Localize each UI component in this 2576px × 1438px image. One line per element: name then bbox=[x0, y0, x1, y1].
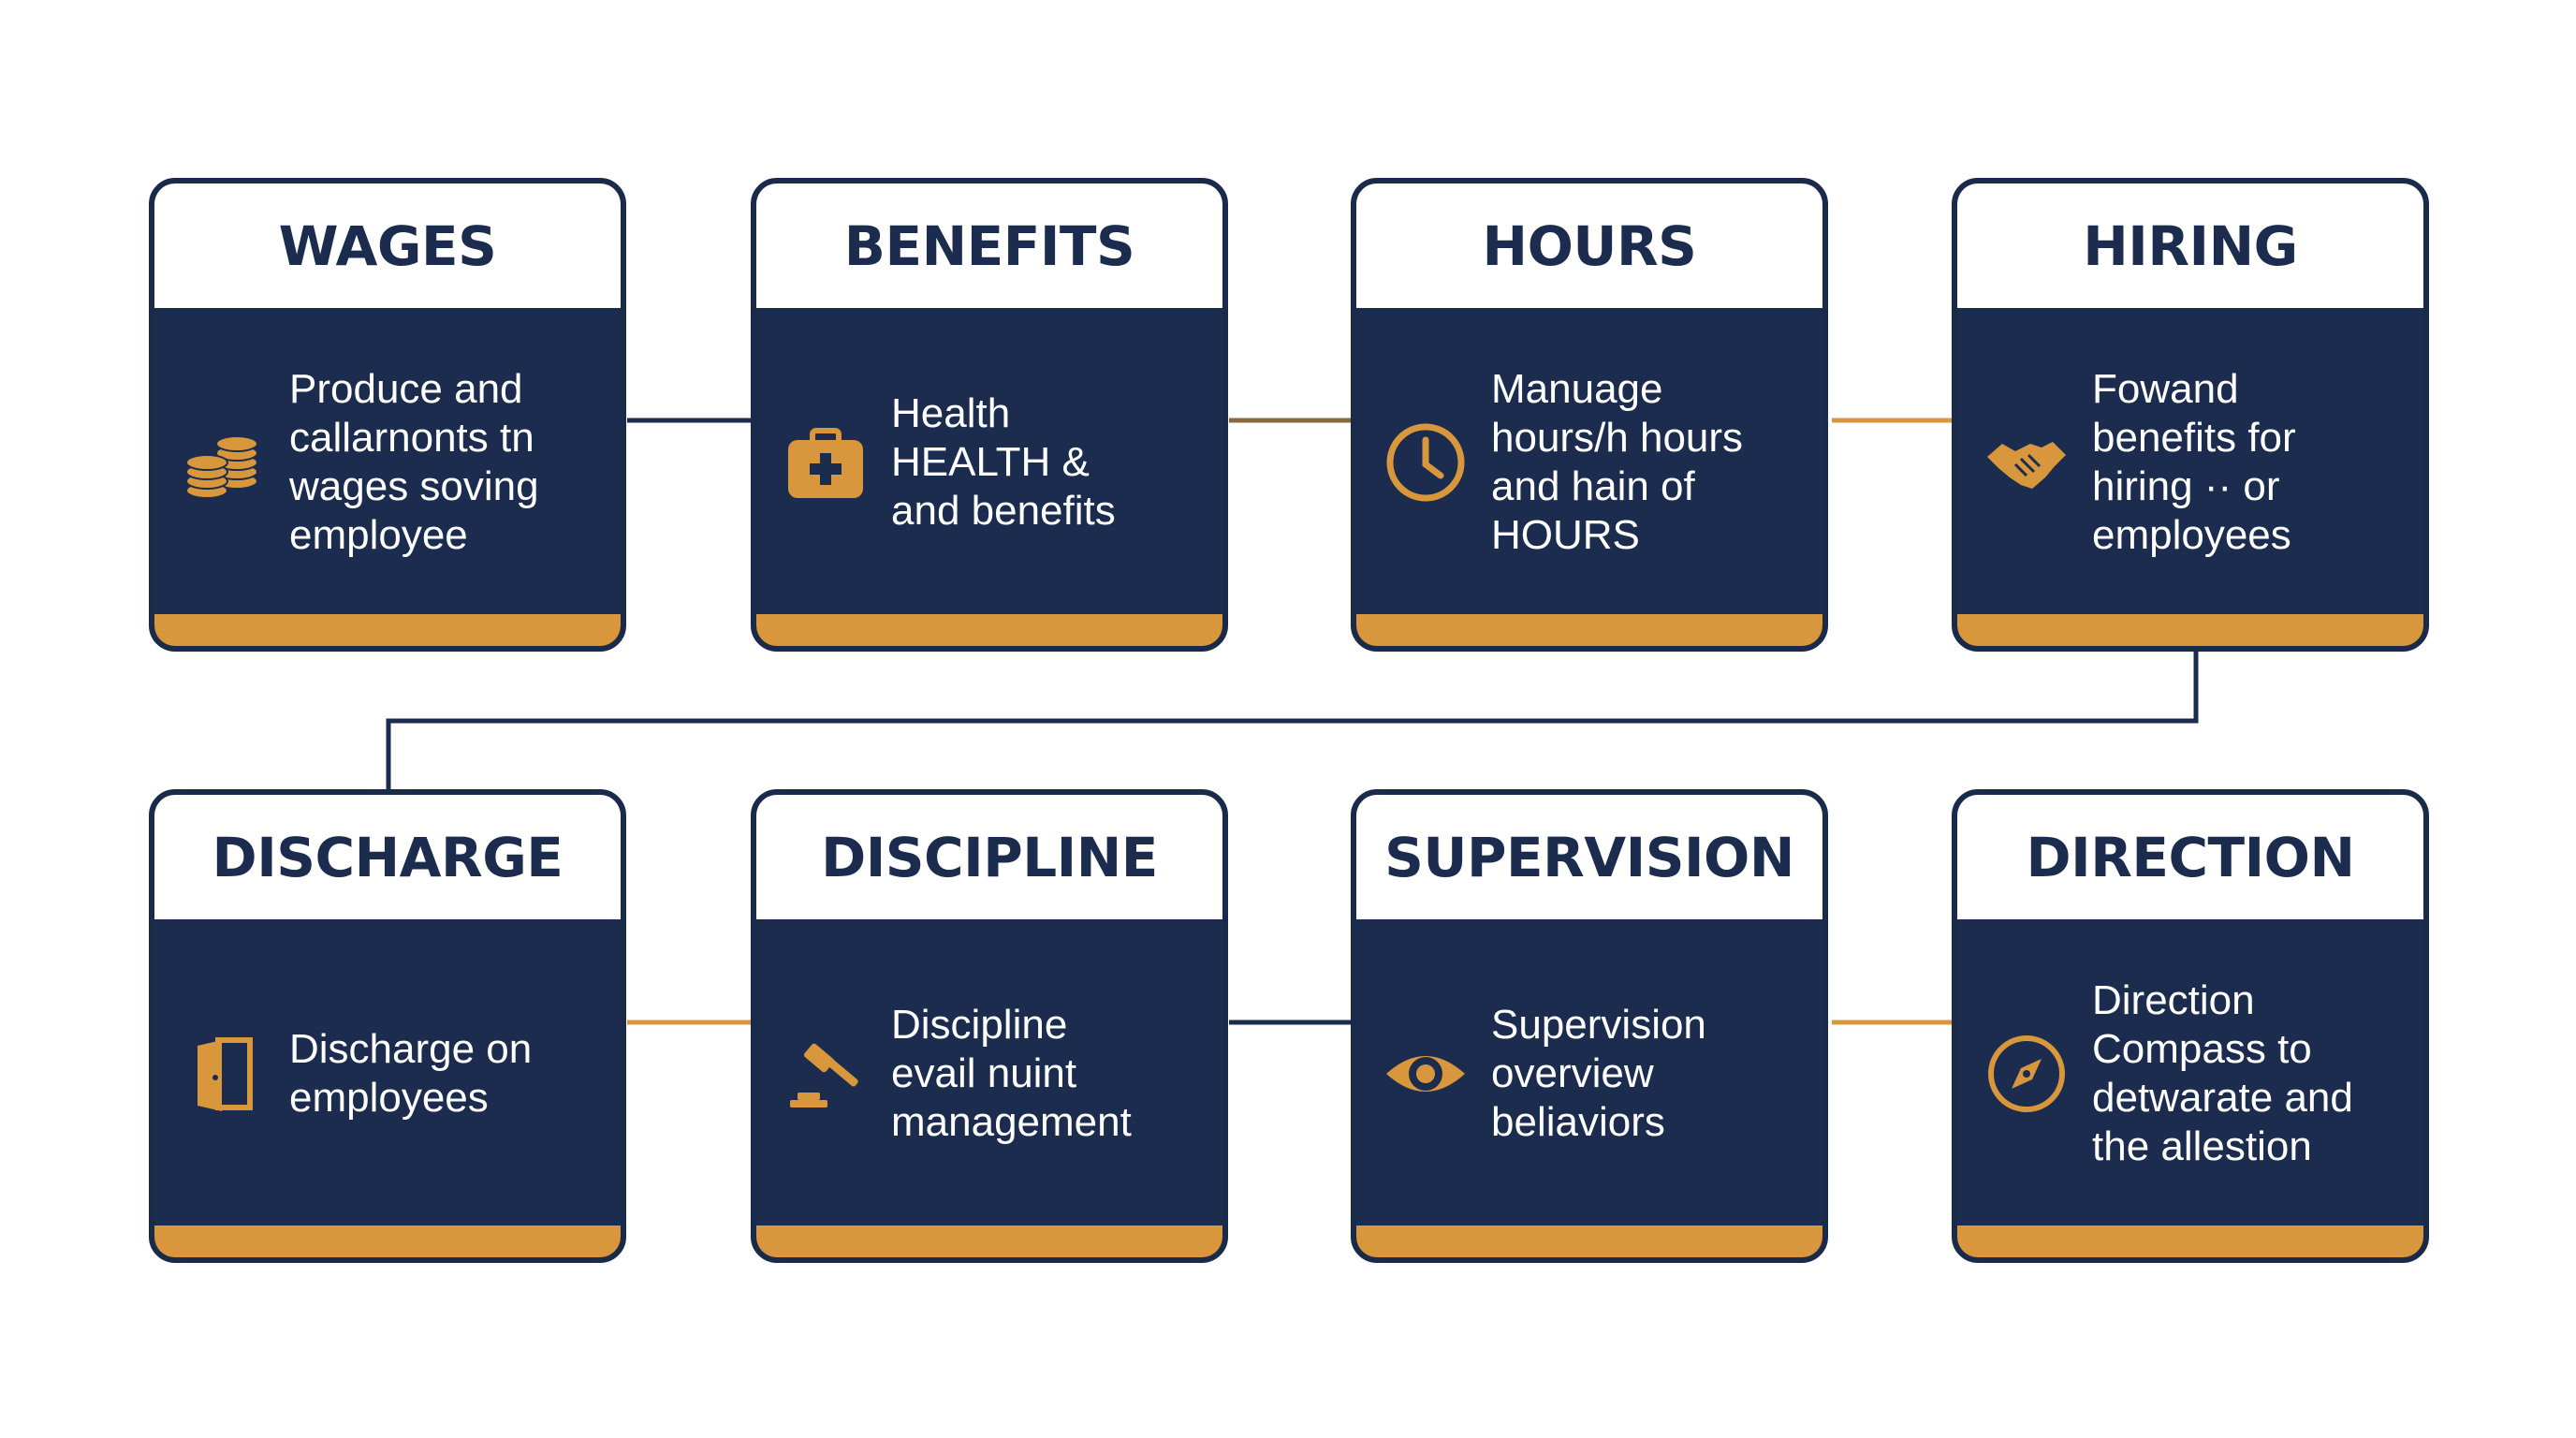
clock-icon bbox=[1383, 419, 1469, 506]
card-body: Manuage hours/h hours and hain of HOURS bbox=[1356, 310, 1822, 614]
card-title: HIRING bbox=[2083, 213, 2298, 278]
card-header: DIRECTION bbox=[1957, 795, 2423, 921]
card-title: SUPERVISION bbox=[1384, 825, 1794, 889]
card-footer-bar bbox=[756, 614, 1222, 646]
card-header: WAGES bbox=[154, 183, 621, 310]
card-title: BENEFITS bbox=[843, 213, 1135, 278]
card-body: Produce and callarnonts tn wages soving … bbox=[154, 310, 621, 614]
card-header: BENEFITS bbox=[756, 183, 1222, 310]
card-footer-bar bbox=[1957, 1225, 2423, 1257]
card-title: DISCHARGE bbox=[212, 825, 564, 889]
card-discharge: DISCHARGE Discharge on employees bbox=[149, 789, 626, 1263]
card-description: Discharge on employees bbox=[289, 1025, 533, 1121]
card-description: Produce and callarnonts tn wages soving … bbox=[289, 365, 539, 558]
card-title: DISCIPLINE bbox=[821, 825, 1158, 889]
card-discipline: DISCIPLINE Discipline evail nuint manage… bbox=[751, 789, 1228, 1263]
door-icon bbox=[181, 1031, 267, 1117]
card-description: Discipline evail nuint management bbox=[891, 1001, 1132, 1145]
card-description: Supervision overview beliaviors bbox=[1491, 1001, 1706, 1145]
eye-icon bbox=[1383, 1031, 1469, 1117]
coins-icon bbox=[181, 419, 267, 506]
card-footer-bar bbox=[1957, 614, 2423, 646]
card-description: Fowand benefits for hiring ·· or employe… bbox=[2092, 365, 2296, 558]
card-description: Manuage hours/h hours and hain of HOURS bbox=[1491, 365, 1744, 558]
card-description: Direction Compass to detwarate and the a… bbox=[2092, 976, 2353, 1169]
card-body: Supervision overview beliaviors bbox=[1356, 921, 1822, 1225]
handshake-icon bbox=[1983, 419, 2070, 506]
card-benefits: BENEFITS Health HEALTH & and benefits bbox=[751, 178, 1228, 652]
card-body: Discipline evail nuint management bbox=[756, 921, 1222, 1225]
card-header: SUPERVISION bbox=[1356, 795, 1822, 921]
card-title: HOURS bbox=[1482, 213, 1697, 278]
card-footer-bar bbox=[1356, 614, 1822, 646]
card-body: Discharge on employees bbox=[154, 921, 621, 1225]
card-footer-bar bbox=[756, 1225, 1222, 1257]
card-header: HOURS bbox=[1356, 183, 1822, 310]
card-footer-bar bbox=[1356, 1225, 1822, 1257]
gavel-icon bbox=[783, 1031, 869, 1117]
card-header: DISCHARGE bbox=[154, 795, 621, 921]
card-body: Fowand benefits for hiring ·· or employe… bbox=[1957, 310, 2423, 614]
card-footer-bar bbox=[154, 1225, 621, 1257]
card-body: Health HEALTH & and benefits bbox=[756, 310, 1222, 614]
card-wages: WAGES Produce and callarnonts tn wages s… bbox=[149, 178, 626, 652]
card-title: DIRECTION bbox=[2026, 825, 2355, 889]
card-header: HIRING bbox=[1957, 183, 2423, 310]
card-supervision: SUPERVISION Supervision overview beliavi… bbox=[1351, 789, 1828, 1263]
card-description: Health HEALTH & and benefits bbox=[891, 389, 1116, 534]
connector-hiring-discharge bbox=[386, 651, 2199, 791]
card-title: WAGES bbox=[278, 213, 497, 278]
compass-icon bbox=[1983, 1031, 2070, 1117]
card-header: DISCIPLINE bbox=[756, 795, 1222, 921]
card-footer-bar bbox=[154, 614, 621, 646]
card-hiring: HIRING Fowand benefits for hiring ·· or … bbox=[1952, 178, 2429, 652]
card-hours: HOURS Manuage hours/h hours and hain of … bbox=[1351, 178, 1828, 652]
card-direction: DIRECTION Direction Compass to detwarate… bbox=[1952, 789, 2429, 1263]
card-body: Direction Compass to detwarate and the a… bbox=[1957, 921, 2423, 1225]
medical-kit-icon bbox=[783, 419, 869, 506]
